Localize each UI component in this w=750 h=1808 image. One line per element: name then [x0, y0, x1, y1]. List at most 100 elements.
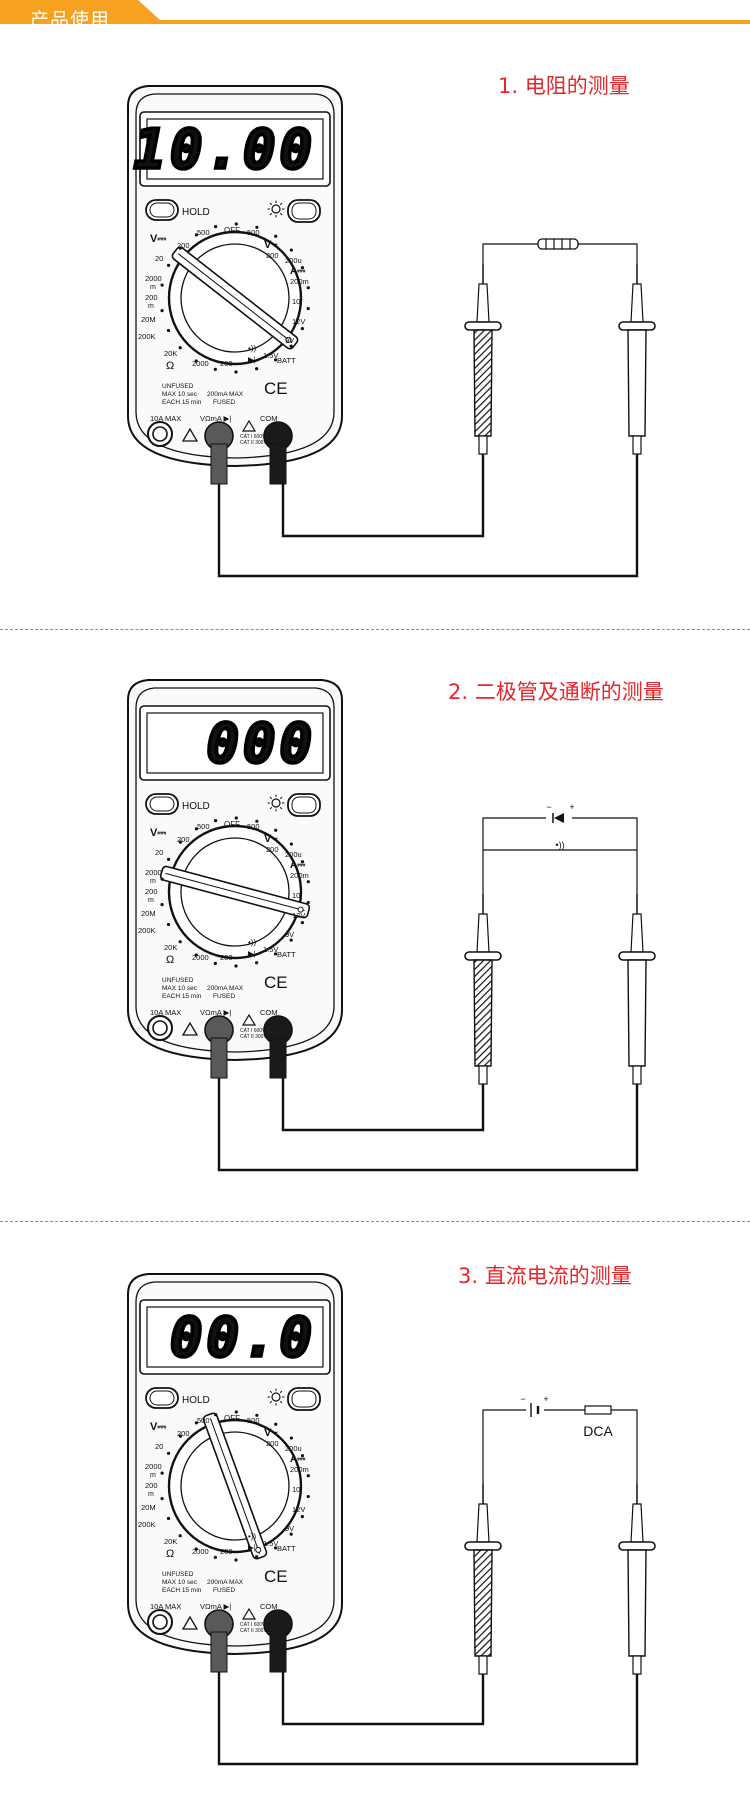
- dial-range-label: V~: [264, 833, 278, 845]
- battery-plus-label: +: [543, 1394, 548, 1404]
- dial-position-dot: [234, 964, 238, 968]
- cat-ii-rating: CAT II 300V: [240, 1628, 267, 1634]
- dial-range-label: 2000: [145, 868, 162, 877]
- dial-position-dot: [213, 224, 218, 229]
- dial-range-label: 2000: [145, 1462, 162, 1471]
- dial-position-dot: [300, 1514, 304, 1519]
- cat-i-rating: CAT I 600V: [240, 434, 266, 440]
- dial-position-dot: [160, 902, 164, 907]
- probe-handle: [627, 959, 647, 1067]
- dial-range-label: 20M: [141, 315, 156, 324]
- dial-range-label: 200: [145, 293, 158, 302]
- probe-handle: [473, 959, 493, 1067]
- v-test-lead: [217, 1672, 639, 1766]
- dial-position-dot: [178, 940, 182, 944]
- hold-button-inner: [149, 796, 175, 812]
- dial-range-label: 200: [266, 251, 279, 260]
- dial-range-label: 500: [197, 822, 210, 831]
- dial-range-label: 10: [292, 297, 300, 306]
- red-plug: [210, 1037, 228, 1079]
- probe-boot: [632, 1655, 642, 1675]
- dial-position-dot: [213, 367, 217, 371]
- lcd-window: [146, 1306, 324, 1368]
- probe-boot: [478, 1065, 488, 1085]
- dial-position-dot: [234, 816, 238, 820]
- probe-neck: [630, 1503, 644, 1543]
- dial-range-label: m: [150, 284, 156, 291]
- continuity-mark: •)): [248, 938, 256, 947]
- banner-title: 产品使用: [30, 9, 111, 31]
- probe-guard: [464, 951, 502, 961]
- warning-icon: [181, 1615, 199, 1630]
- lcd-window: [146, 118, 324, 180]
- dial-position-dot: [289, 344, 293, 348]
- ma-max-label: 200mA MAX: [207, 985, 244, 992]
- backlight-button: [287, 199, 321, 223]
- circuit-wire: [482, 1409, 638, 1484]
- dial-range-label: 12V: [292, 911, 305, 920]
- dial-position-dot: [234, 1558, 238, 1562]
- dial-position-dot: [255, 819, 259, 823]
- vohm-ma-label: VΩmA ▶|: [200, 1602, 231, 1611]
- dial-position-dot: [234, 222, 238, 226]
- dial-range-label: Ω: [166, 360, 174, 372]
- cat-ii-rating: CAT II 300V: [240, 1034, 267, 1040]
- dial-position-dot: [273, 358, 278, 362]
- dial-range-label: 200u: [285, 1444, 302, 1453]
- dial-range-label: A⎓: [290, 266, 305, 277]
- hold-button: [145, 1387, 179, 1409]
- dial-range-label: 20: [155, 1442, 163, 1451]
- probe-boot: [632, 1065, 642, 1085]
- ten-a-label: 10A MAX: [150, 414, 181, 423]
- warning-icon: [181, 427, 199, 442]
- dial-position-dot: [160, 283, 164, 287]
- dial-position-dot: [274, 828, 278, 832]
- dial-position-dot: [234, 370, 238, 374]
- dial-range-label: 1.5V: [263, 351, 278, 360]
- com-label: COM: [260, 414, 278, 423]
- cat-ii-rating: CAT II 300V: [240, 440, 267, 446]
- dial-position-dot: [306, 1474, 310, 1478]
- dial-range-label: 20M: [141, 909, 156, 918]
- warning-icon: [241, 1607, 257, 1620]
- dial-position-dot: [300, 1454, 305, 1458]
- dial-range-label: m: [148, 897, 154, 904]
- probe-neck: [476, 283, 490, 323]
- 10a-jack-inner: [152, 426, 168, 442]
- hold-label: HOLD: [182, 801, 210, 812]
- dial-position-dot: [194, 953, 198, 957]
- dial-range-label: 500: [197, 228, 210, 237]
- probe-handle: [473, 1549, 493, 1657]
- dial-range-label: 200: [266, 1439, 279, 1448]
- dial-position-dot: [194, 827, 199, 831]
- header-banner: 产品使用: [0, 0, 750, 36]
- hold-label: HOLD: [182, 207, 210, 218]
- probe-handle: [627, 1549, 647, 1657]
- black-probe: [618, 894, 656, 1085]
- backlight-button: [287, 793, 321, 817]
- probe-guard: [464, 321, 502, 331]
- dial-position-dot: [255, 961, 259, 965]
- dial-range-label: 1.5V: [263, 1539, 278, 1548]
- dial-range-label: A⎓: [290, 860, 305, 871]
- dial-position-dot: [178, 1534, 182, 1538]
- red-plug: [210, 1631, 228, 1673]
- continuity-mark: •)): [248, 344, 256, 353]
- lcd-window: [146, 712, 324, 774]
- backlight-button-inner: [291, 202, 317, 220]
- dial-range-label: 200: [177, 241, 190, 250]
- dial-position-dot: [213, 1412, 218, 1417]
- dial-range-label: 20M: [141, 1503, 156, 1512]
- backlight-button-inner: [291, 1390, 317, 1408]
- dial-range-label: 2000: [192, 1547, 209, 1556]
- 10a-jack-inner: [152, 1614, 168, 1630]
- dial-position-dot: [166, 328, 171, 333]
- dial-range-label: OFF: [224, 1414, 240, 1423]
- hold-button-inner: [149, 1390, 175, 1406]
- diode-mark: ▶|: [248, 355, 256, 364]
- v-test-lead: [217, 1078, 639, 1172]
- dial-position-dot: [273, 952, 278, 956]
